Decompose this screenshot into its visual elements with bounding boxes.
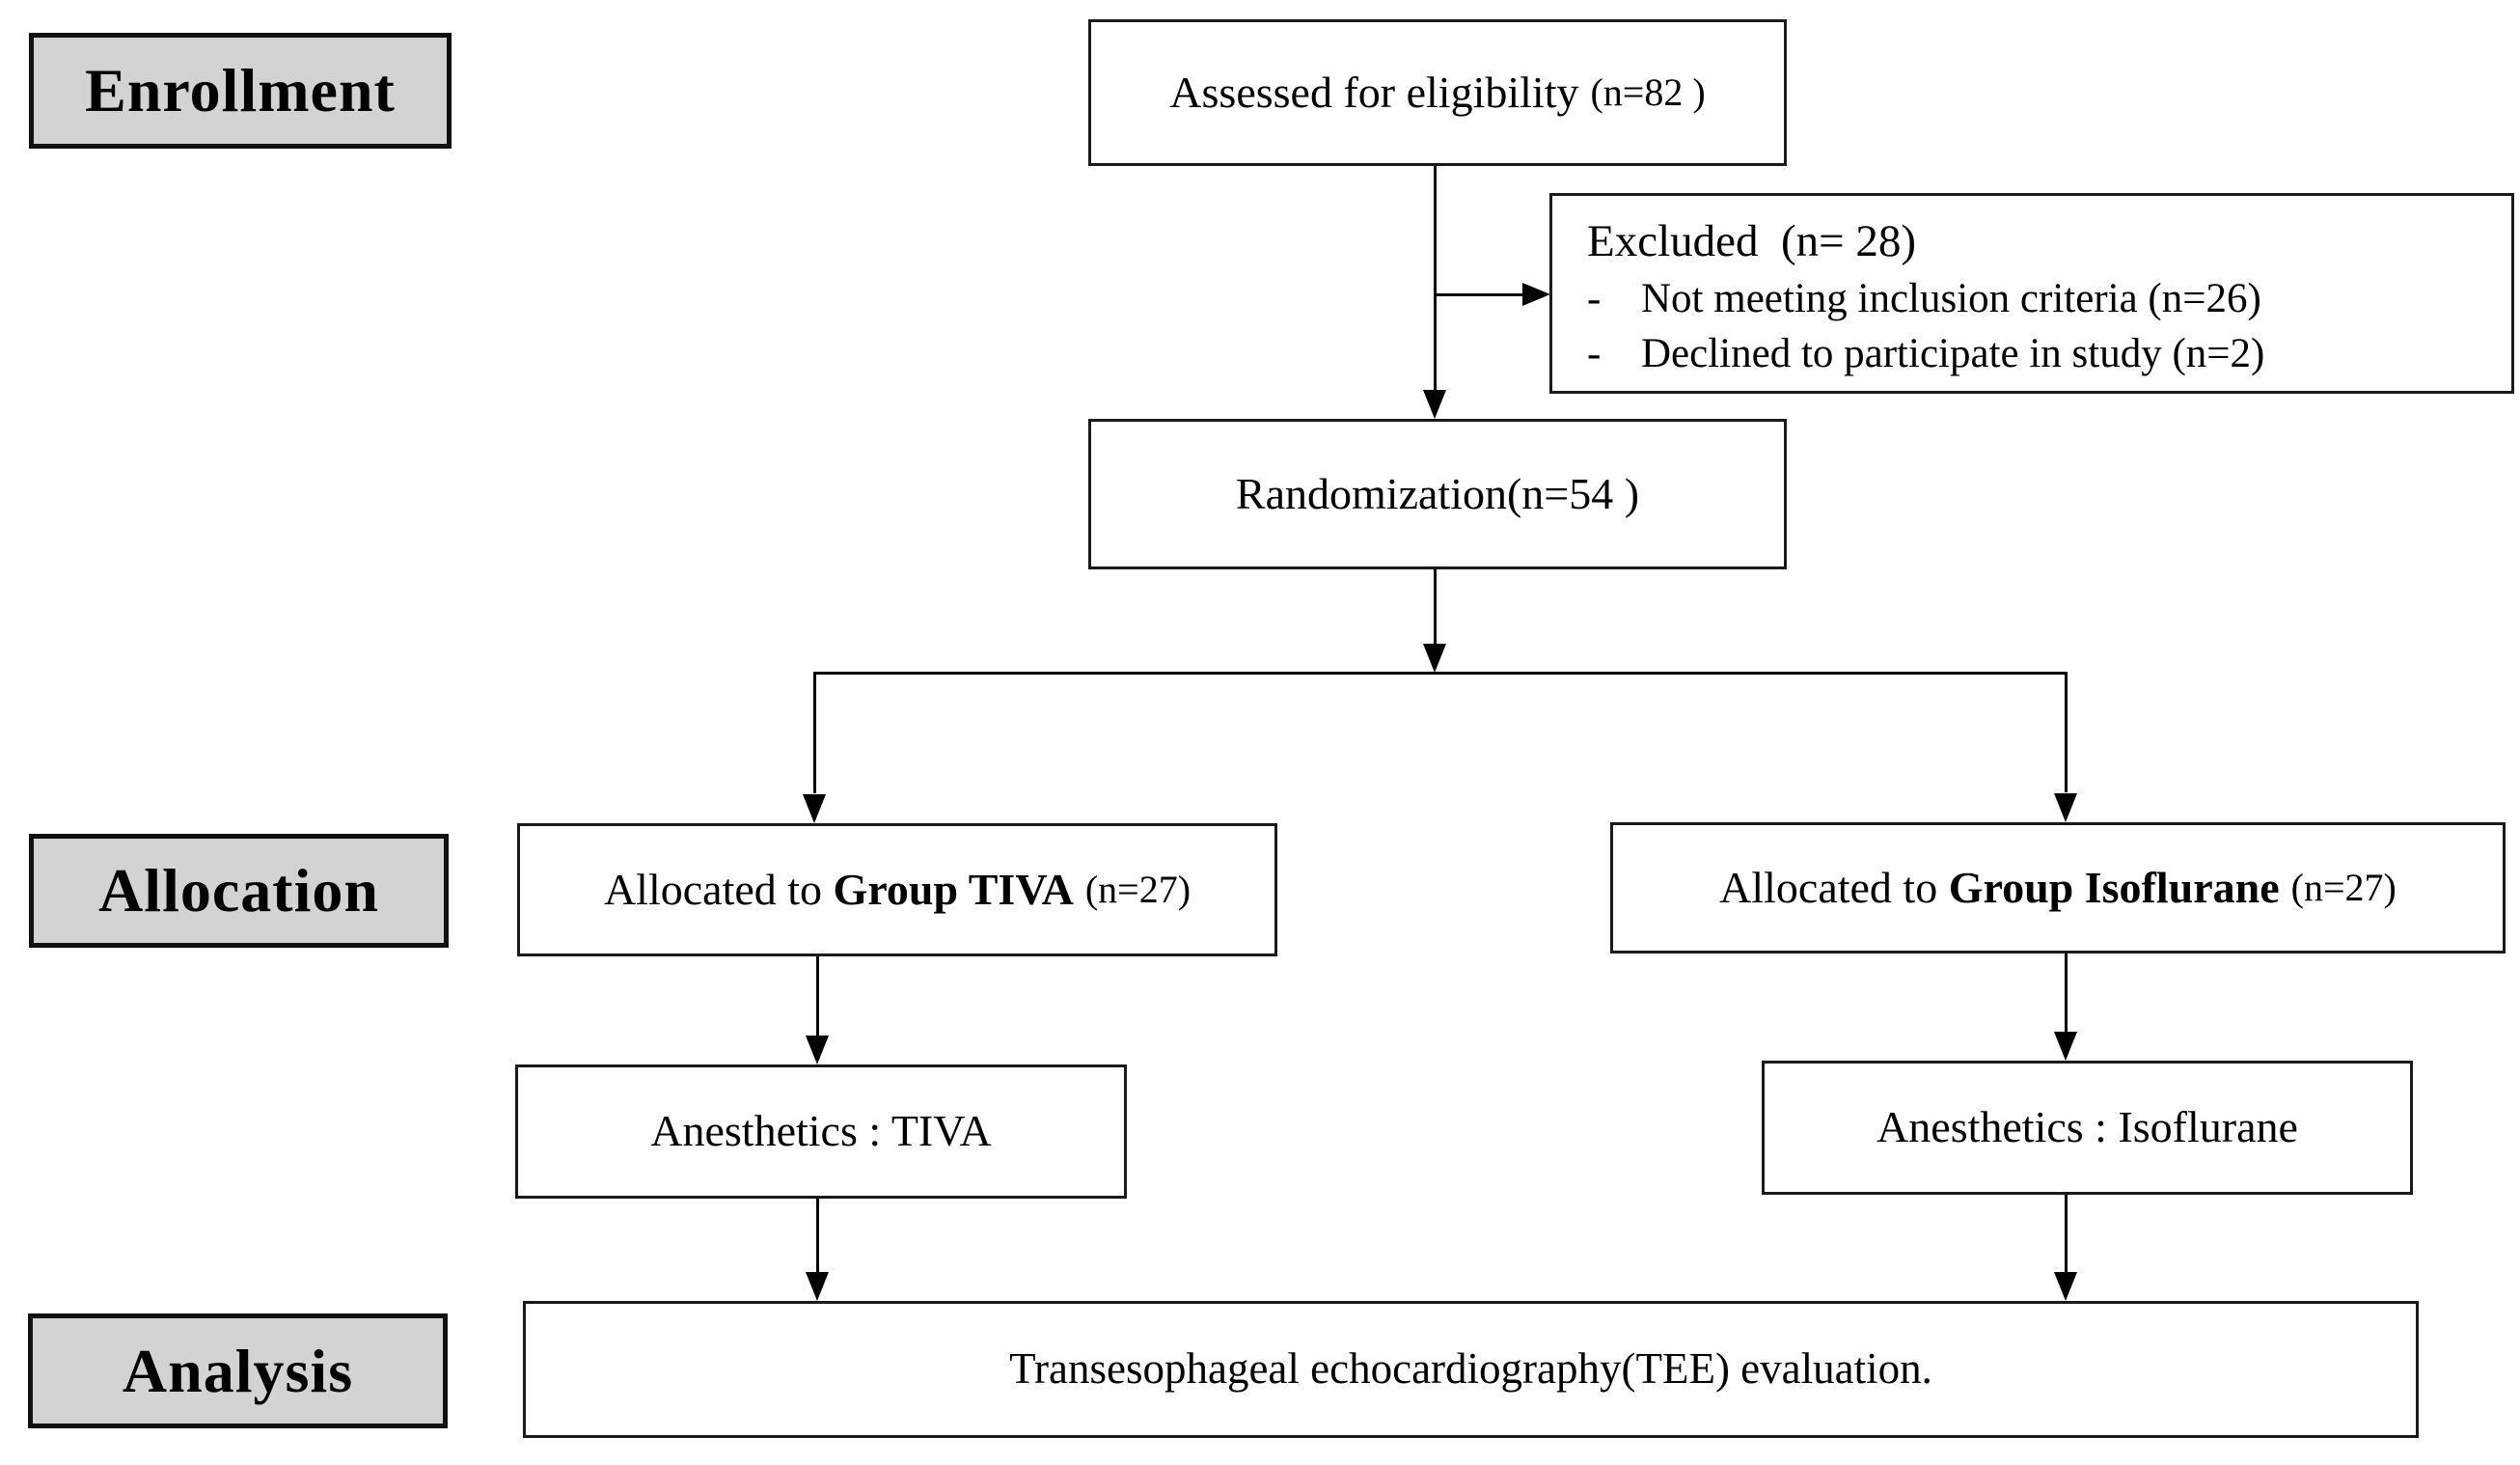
allocated-tiva-group: Group TIVA bbox=[833, 864, 1074, 914]
connector-assessed-to-randomization-line bbox=[1434, 166, 1437, 390]
excluded-item-text: Declined to participate in study (n=2) bbox=[1641, 331, 2265, 376]
connector-randomization-to-split-line bbox=[1434, 569, 1437, 644]
connector-split-to-alloc-tiva-arrowhead bbox=[803, 794, 826, 823]
node-assessed-for-eligibility: Assessed for eligibility (n=82 ) bbox=[1088, 19, 1787, 166]
node-tee-evaluation: Transesophageal echocardiography(TEE) ev… bbox=[523, 1301, 2419, 1438]
excluded-item-text: Not meeting inclusion criteria (n=26) bbox=[1641, 276, 2261, 321]
allocated-isoflurane-n: (n=27) bbox=[2290, 866, 2397, 909]
excluded-item: - Declined to participate in study (n=2) bbox=[1587, 326, 2492, 381]
connector-alloc-isoflurane-to-anesthetics-arrowhead bbox=[2054, 1032, 2077, 1061]
connector-alloc-tiva-to-anesthetics-arrowhead bbox=[806, 1036, 829, 1064]
stage-label-enrollment-text: Enrollment bbox=[85, 56, 396, 124]
node-anesthetics-tiva: Anesthetics : TIVA bbox=[515, 1064, 1127, 1199]
excluded-item-bullet: - bbox=[1587, 276, 1602, 321]
split-horizontal-line bbox=[813, 672, 2068, 675]
connector-split-to-alloc-tiva-line bbox=[813, 672, 816, 793]
connector-assessed-to-randomization-arrowhead bbox=[1423, 390, 1446, 419]
tee-evaluation-label: Transesophageal echocardiography(TEE) ev… bbox=[1009, 1344, 1932, 1394]
connector-to-excluded-line bbox=[1435, 293, 1523, 296]
anesthetics-isoflurane-label: Anesthetics : Isoflurane bbox=[1876, 1102, 2298, 1152]
allocated-isoflurane-pre: Allocated to bbox=[1719, 862, 1949, 912]
node-randomization: Randomization(n=54 ) bbox=[1088, 419, 1787, 569]
connector-anesthetics-tiva-to-tee-line bbox=[816, 1199, 819, 1272]
connector-split-to-alloc-isoflurane-arrowhead bbox=[2054, 793, 2077, 822]
node-anesthetics-isoflurane: Anesthetics : Isoflurane bbox=[1762, 1061, 2413, 1195]
stage-label-allocation-text: Allocation bbox=[98, 856, 379, 925]
node-allocated-group-isoflurane: Allocated to Group Isoflurane (n=27) bbox=[1610, 822, 2506, 954]
anesthetics-tiva-label: Anesthetics : TIVA bbox=[650, 1106, 992, 1156]
connector-anesthetics-isoflurane-to-tee-line bbox=[2065, 1195, 2068, 1272]
node-excluded: Excluded (n= 28) - Not meeting inclusion… bbox=[1549, 193, 2514, 394]
stage-label-enrollment: Enrollment bbox=[29, 33, 452, 149]
assessed-n: (n=82 ) bbox=[1590, 70, 1706, 114]
randomization-label: Randomization(n=54 ) bbox=[1235, 468, 1640, 518]
connector-split-to-alloc-isoflurane-line bbox=[2065, 672, 2068, 792]
stage-label-allocation: Allocation bbox=[29, 834, 449, 948]
stage-label-analysis: Analysis bbox=[28, 1313, 448, 1428]
assessed-label: Assessed for eligibility bbox=[1169, 67, 1579, 117]
connector-alloc-isoflurane-to-anesthetics-line bbox=[2065, 954, 2068, 1032]
connector-alloc-tiva-to-anesthetics-line bbox=[816, 956, 819, 1036]
connector-to-excluded-arrowhead bbox=[1522, 283, 1550, 306]
allocated-isoflurane-group: Group Isoflurane bbox=[1948, 862, 2280, 912]
connector-anesthetics-isoflurane-to-tee-arrowhead bbox=[2054, 1272, 2077, 1301]
connector-anesthetics-tiva-to-tee-arrowhead bbox=[806, 1272, 829, 1301]
excluded-title: Excluded (n= 28) bbox=[1587, 216, 1917, 266]
excluded-item: - Not meeting inclusion criteria (n=26) bbox=[1587, 271, 2492, 326]
node-allocated-group-tiva: Allocated to Group TIVA (n=27) bbox=[517, 823, 1277, 956]
stage-label-analysis-text: Analysis bbox=[122, 1336, 354, 1405]
allocated-tiva-n: (n=27) bbox=[1084, 868, 1192, 911]
excluded-item-bullet: - bbox=[1587, 331, 1602, 376]
connector-randomization-to-split-arrowhead bbox=[1423, 644, 1446, 673]
allocated-tiva-pre: Allocated to bbox=[603, 864, 834, 914]
